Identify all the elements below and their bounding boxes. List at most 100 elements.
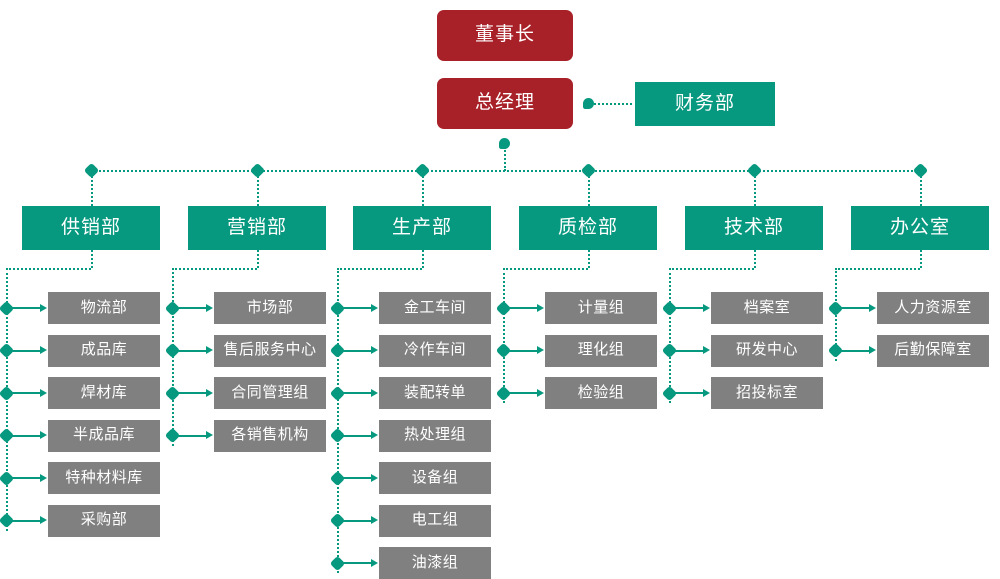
node-unit[interactable]: 招投标室	[711, 377, 823, 409]
node-chairman-label: 董事长	[474, 24, 535, 46]
node-unit[interactable]: 装配转单	[379, 377, 491, 409]
node-marketing[interactable]: 营销部	[188, 206, 326, 250]
connector-arrow-head	[206, 388, 213, 397]
connector-node-finance	[583, 98, 594, 109]
connector-arrow-head	[869, 346, 876, 354]
node-unit[interactable]: 市场部	[214, 292, 326, 324]
connector-drop-technology	[754, 176, 756, 206]
connector-bus-horizontal	[88, 170, 924, 172]
node-unit[interactable]: 焊材库	[48, 377, 160, 409]
connector-arrow-head	[206, 346, 213, 354]
connector-arrow-head	[40, 473, 47, 482]
node-unit-label: 招投标室	[735, 383, 798, 401]
node-unit-label: 人力资源室	[894, 298, 972, 316]
node-unit-label: 物流部	[80, 298, 128, 316]
connector-spine-production	[337, 268, 339, 573]
node-production[interactable]: 生产部	[353, 206, 491, 250]
node-unit[interactable]: 冷作车间	[379, 334, 491, 367]
connector-line-finance	[594, 103, 632, 105]
node-unit-label: 后勤保障室	[894, 341, 972, 359]
connector-arrow-shaft	[674, 392, 704, 394]
node-unit-label: 市场部	[246, 298, 294, 316]
connector-arrow-shaft	[11, 477, 41, 479]
connector-arrow-head	[40, 303, 47, 312]
connector-arrow-shaft	[508, 307, 538, 309]
connector-arrow-head	[206, 431, 213, 439]
node-finance[interactable]: 财务部	[635, 82, 775, 126]
node-supply-sales[interactable]: 供销部	[22, 206, 160, 250]
node-unit[interactable]: 物流部	[48, 292, 160, 324]
node-chairman[interactable]: 董事长	[437, 10, 573, 61]
connector-arrow-shaft	[177, 307, 207, 309]
connector-arrow-shaft	[11, 434, 41, 437]
connector-arrow-shaft	[342, 307, 372, 309]
node-general-manager[interactable]: 总经理	[437, 78, 573, 129]
connector-arrow-shaft	[11, 392, 41, 394]
connector-node-bus-root	[499, 138, 510, 149]
connector-arrow-shaft	[342, 519, 372, 522]
connector-arrow-shaft	[177, 349, 207, 352]
connector-line-bus-root	[504, 147, 506, 171]
connector-elbow-horizontal-supply-sales	[6, 268, 91, 270]
connector-arrow-shaft	[840, 307, 870, 309]
node-unit-label: 各销售机构	[231, 426, 309, 444]
node-unit-label: 特种材料库	[65, 468, 143, 486]
node-office[interactable]: 办公室	[851, 206, 989, 250]
connector-elbow-vertical-office	[920, 250, 922, 268]
node-unit[interactable]: 设备组	[379, 462, 491, 494]
node-general-manager-label: 总经理	[474, 92, 535, 114]
node-unit-label: 设备组	[411, 468, 459, 486]
node-technology[interactable]: 技术部	[685, 206, 823, 250]
connector-arrow-head	[371, 346, 378, 354]
node-unit-label: 研发中心	[735, 341, 798, 359]
node-unit-label: 合同管理组	[231, 383, 309, 401]
node-unit-label: 计量组	[577, 298, 625, 316]
node-technology-label: 技术部	[723, 216, 784, 238]
connector-arrow-head	[537, 388, 544, 397]
connector-arrow-shaft	[177, 434, 207, 437]
node-unit[interactable]: 热处理组	[379, 419, 491, 452]
connector-arrow-shaft	[342, 349, 372, 352]
node-unit[interactable]: 成品库	[48, 334, 160, 367]
node-unit[interactable]: 各销售机构	[214, 419, 326, 452]
node-unit[interactable]: 采购部	[48, 504, 160, 537]
node-unit-label: 成品库	[80, 341, 128, 359]
node-unit[interactable]: 特种材料库	[48, 462, 160, 494]
node-production-label: 生产部	[391, 216, 452, 238]
connector-arrow-head	[869, 303, 876, 312]
connector-drop-marketing	[257, 176, 259, 206]
connector-arrow-head	[703, 388, 710, 397]
connector-spine-technology	[669, 268, 671, 403]
node-unit[interactable]: 合同管理组	[214, 377, 326, 409]
node-unit[interactable]: 售后服务中心	[214, 334, 326, 367]
node-unit[interactable]: 电工组	[379, 504, 491, 537]
connector-elbow-vertical-marketing	[257, 250, 259, 268]
connector-arrow-head	[371, 303, 378, 312]
node-unit[interactable]: 档案室	[711, 292, 823, 324]
connector-arrow-shaft	[11, 349, 41, 352]
connector-elbow-vertical-production	[422, 250, 424, 268]
connector-elbow-horizontal-quality-inspection	[503, 268, 588, 270]
connector-arrow-head	[371, 431, 378, 439]
connector-elbow-vertical-supply-sales	[91, 250, 93, 268]
node-unit[interactable]: 后勤保障室	[877, 334, 989, 367]
connector-arrow-shaft	[674, 307, 704, 309]
node-unit[interactable]: 金工车间	[379, 292, 491, 324]
node-unit[interactable]: 人力资源室	[877, 292, 989, 324]
node-unit-label: 金工车间	[403, 298, 466, 316]
connector-elbow-vertical-technology	[754, 250, 756, 268]
node-unit[interactable]: 理化组	[545, 334, 657, 367]
connector-spine-quality-inspection	[503, 268, 505, 403]
node-unit-label: 理化组	[577, 341, 625, 359]
connector-arrow-head	[371, 388, 378, 397]
node-unit[interactable]: 油漆组	[379, 547, 491, 579]
node-unit[interactable]: 计量组	[545, 292, 657, 324]
connector-arrow-shaft	[342, 477, 372, 479]
connector-drop-supply-sales	[91, 176, 93, 206]
node-unit[interactable]: 检验组	[545, 377, 657, 409]
connector-arrow-head	[537, 303, 544, 312]
node-unit[interactable]: 半成品库	[48, 419, 160, 452]
connector-arrow-head	[206, 303, 213, 312]
node-unit[interactable]: 研发中心	[711, 334, 823, 367]
node-quality-inspection[interactable]: 质检部	[519, 206, 657, 250]
